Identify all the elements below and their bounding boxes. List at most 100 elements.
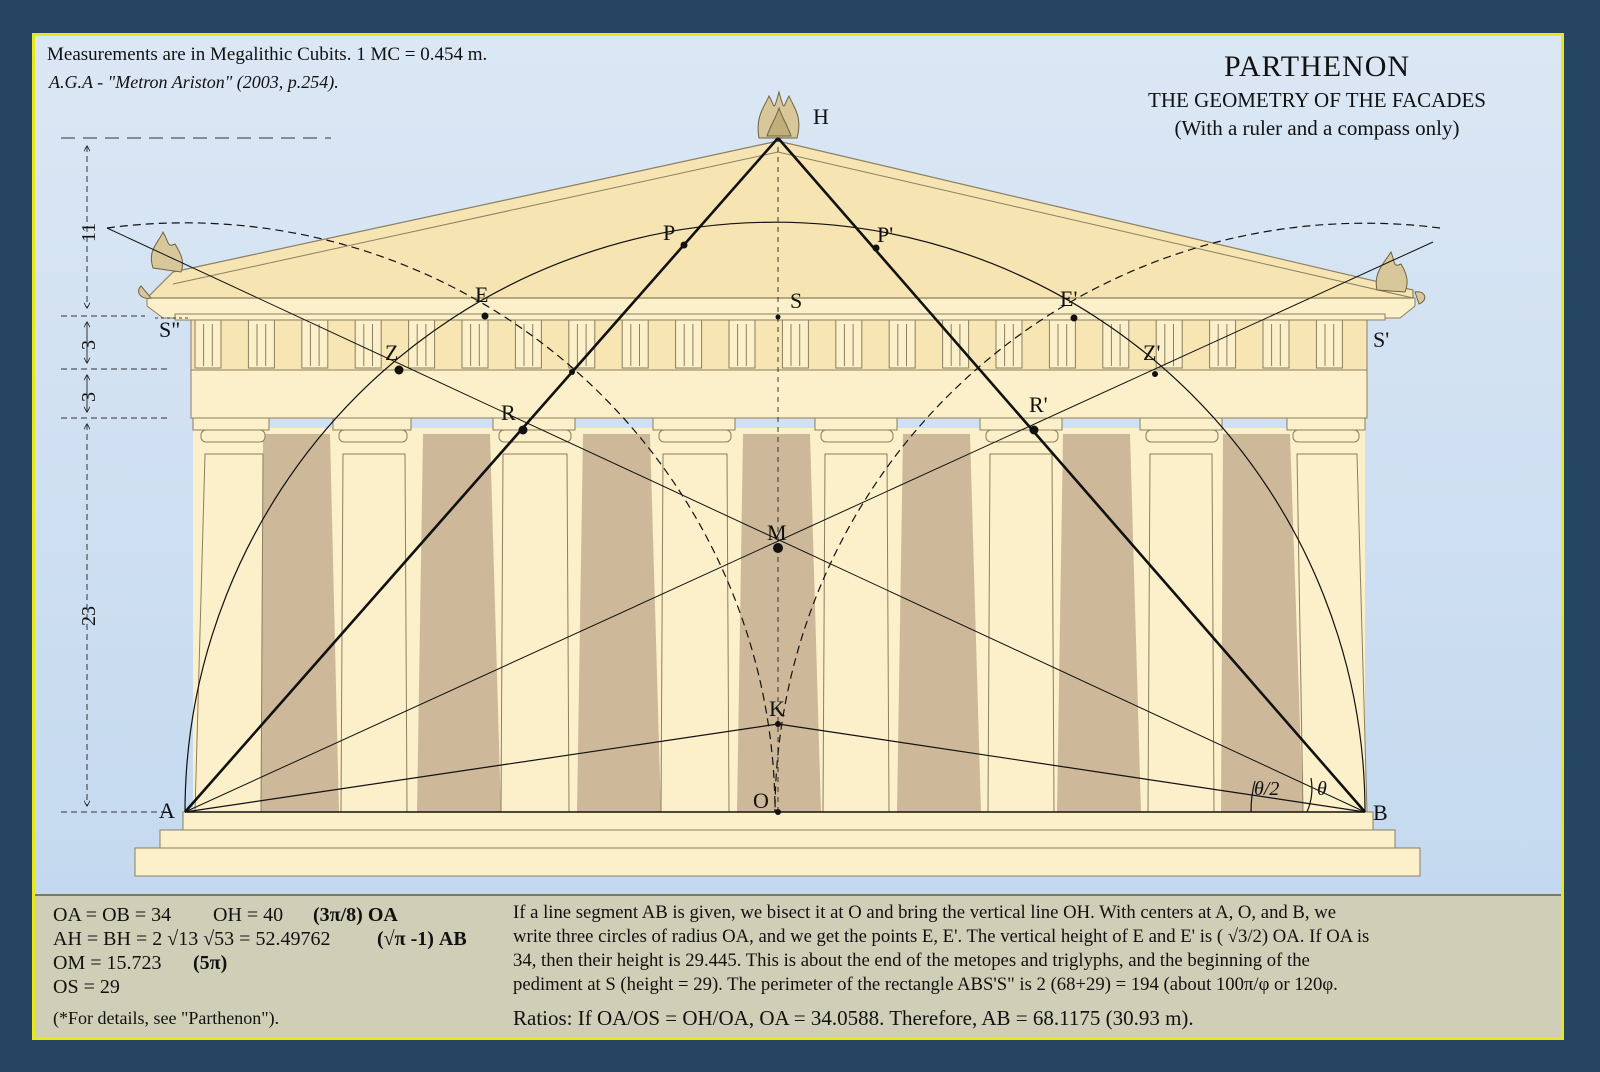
triglyph	[888, 319, 916, 369]
triglyph	[995, 319, 1023, 369]
label-E: E	[475, 282, 488, 307]
triglyph	[1048, 319, 1076, 369]
marker-O	[775, 809, 781, 815]
triglyph	[1209, 319, 1237, 369]
label-P-prime: P'	[877, 222, 893, 247]
triglyph	[247, 319, 275, 369]
label-S: S	[790, 288, 802, 313]
marker-M	[773, 543, 783, 553]
formula-oh: OH = 40	[213, 904, 284, 926]
dim-label-11: 11	[78, 223, 100, 242]
label-K: K	[769, 696, 785, 721]
marker-Z-prime	[1152, 371, 1158, 377]
label-Z: Z	[385, 340, 398, 365]
paragraph-line-3: 34, then their height is 29.445. This is…	[513, 950, 1310, 971]
circle-o	[184, 221, 1366, 813]
page-subtitle-2: (With a ruler and a compass only)	[1174, 116, 1460, 140]
source-note: A.G.A - "Metron Ariston" (2003, p.254).	[49, 72, 339, 92]
label-A: A	[159, 798, 175, 823]
label-S-double: S"	[159, 317, 180, 342]
label-P: P	[663, 220, 675, 245]
label-S-prime: S'	[1373, 327, 1389, 352]
label-R-prime: R'	[1029, 392, 1048, 417]
triglyph	[675, 319, 703, 369]
paragraph-line-1: If a line segment AB is given, we bisect…	[513, 902, 1337, 923]
marker-P	[680, 241, 688, 249]
line-ak	[184, 723, 779, 813]
marker-K	[775, 721, 781, 727]
formula-ah-bh: AH = BH = 2 √13 √53 = 52.49762	[53, 928, 331, 950]
info-panel: OA = OB = 34 OH = 40 (3π/8) OA AH = BH =…	[35, 894, 1561, 1037]
frieze	[190, 317, 1368, 371]
geometric-construction	[106, 137, 1441, 813]
cornice	[146, 297, 1416, 321]
line-ah	[184, 137, 779, 813]
details-note: (*For details, see "Parthenon").	[53, 1008, 280, 1028]
marker-S	[775, 314, 781, 320]
label-O: O	[753, 788, 769, 813]
paragraph-line-2: write three circles of radius OA, and we…	[513, 926, 1370, 947]
formula-om-ratio: (5π)	[193, 952, 228, 974]
parthenon-diagram: H P P' E E' S S" S' Z Z' R R' M K O A B …	[61, 90, 1441, 877]
marker-Z-center	[569, 369, 575, 375]
angle-arc-theta-half	[1250, 780, 1256, 813]
formula-oa-ob: OA = OB = 34	[53, 904, 172, 926]
line-bk	[777, 723, 1366, 813]
page-subtitle: THE GEOMETRY OF THE FACADES	[1148, 88, 1486, 112]
formula-os: OS = 29	[53, 976, 120, 998]
figure-frame: H P P' E E' S S" S' Z Z' R R' M K O A B …	[32, 33, 1564, 1040]
triglyph	[781, 319, 809, 369]
label-theta-half: θ/2	[1254, 778, 1279, 800]
paragraph-line-4: pediment at S (height = 29). The perimet…	[513, 974, 1338, 995]
label-Z-prime: Z'	[1143, 340, 1160, 365]
dim-label-3a: 3	[78, 340, 100, 350]
acroterion-top	[757, 90, 800, 139]
marker-Z	[394, 365, 404, 375]
formula-oh-ratio: (3π/8) OA	[313, 904, 398, 926]
dim-label-23: 23	[78, 606, 100, 626]
label-M: M	[767, 520, 787, 545]
colonnade	[192, 417, 1368, 813]
diagonal-b-sdouble	[106, 227, 1366, 813]
formula-ah-ratio: (√π -1) AB	[377, 928, 467, 950]
pediment	[145, 140, 1414, 299]
angle-arc-theta	[1306, 777, 1313, 813]
triglyph	[942, 319, 970, 369]
label-H: H	[813, 104, 829, 129]
triglyph	[194, 319, 222, 369]
triglyph	[728, 319, 756, 369]
label-theta: θ	[1317, 778, 1327, 800]
corner-ornaments	[138, 285, 1426, 305]
triglyph	[1262, 319, 1290, 369]
triglyph	[621, 319, 649, 369]
triglyph	[408, 319, 436, 369]
dimension-lines	[61, 137, 331, 813]
marker-E	[481, 312, 489, 320]
triglyph	[301, 319, 329, 369]
units-note: Measurements are in Megalithic Cubits. 1…	[47, 44, 488, 65]
marker-R	[518, 425, 528, 435]
marker-P-prime	[872, 244, 880, 252]
label-B: B	[1373, 800, 1388, 825]
circle-a-dashed	[106, 222, 776, 813]
label-R: R	[501, 400, 516, 425]
triglyph	[461, 319, 489, 369]
marker-E-prime	[1070, 314, 1078, 322]
architrave	[190, 369, 1368, 419]
point-markers	[394, 241, 1158, 815]
triglyph	[835, 319, 863, 369]
marker-R-prime	[1029, 425, 1039, 435]
diagonal-a-sprime	[184, 241, 1434, 813]
triglyph	[354, 319, 382, 369]
acroterion-right	[1375, 250, 1408, 293]
ratios-statement: Ratios: If OA/OS = OH/OA, OA = 34.0588. …	[513, 1006, 1194, 1030]
temple-steps	[134, 811, 1421, 877]
label-E-prime: E'	[1060, 286, 1077, 311]
triglyph	[1315, 319, 1343, 369]
circle-b-dashed	[774, 222, 1441, 813]
acroterion-left	[150, 230, 184, 273]
dim-label-3b: 3	[78, 392, 100, 402]
triglyph	[1102, 319, 1130, 369]
triglyph	[1155, 319, 1183, 369]
page-title: PARTHENON	[1223, 50, 1411, 83]
